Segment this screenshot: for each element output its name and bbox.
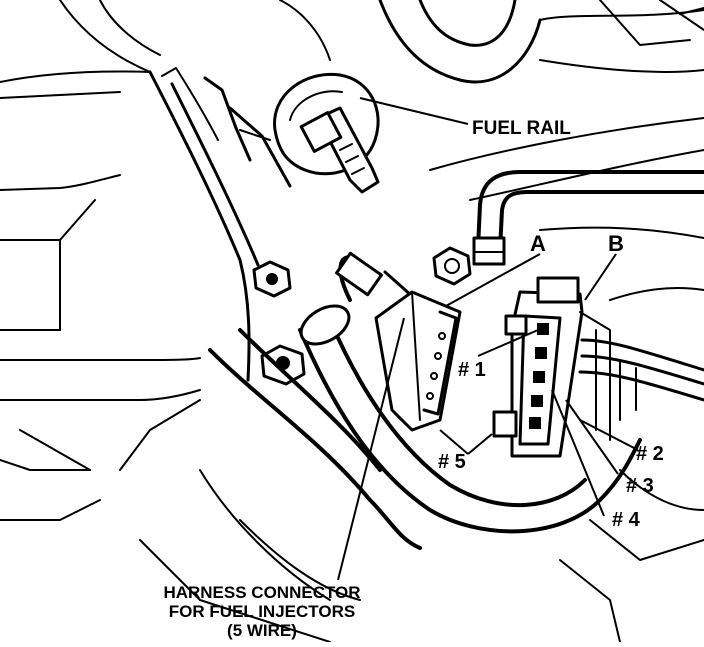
leader-lines bbox=[337, 97, 639, 581]
label-harness-line1: HARNESS CONNECTOR bbox=[163, 583, 360, 602]
label-fuel-rail: FUEL RAIL bbox=[472, 118, 571, 139]
callout-labels: FUEL RAIL A B # 1 # 2 # 3 # 4 # 5 HARNES… bbox=[163, 118, 663, 640]
fuel-line-tube bbox=[472, 170, 704, 266]
label-pin-5: # 5 bbox=[438, 451, 466, 473]
mounting-nuts bbox=[252, 246, 472, 386]
label-harness-line2: FOR FUEL INJECTORS bbox=[169, 602, 355, 621]
label-pin-3: # 3 bbox=[626, 475, 654, 497]
label-pin-1: # 1 bbox=[458, 359, 486, 381]
wire-harness bbox=[208, 251, 642, 550]
label-pin-4: # 4 bbox=[612, 509, 641, 531]
label-point-a: A bbox=[530, 231, 546, 256]
label-pin-2: # 2 bbox=[636, 443, 664, 465]
harness-connector-5-wire bbox=[374, 290, 462, 432]
label-point-b: B bbox=[608, 231, 624, 256]
label-harness-line3: (5 WIRE) bbox=[227, 621, 297, 640]
fuel-rail bbox=[273, 72, 380, 194]
